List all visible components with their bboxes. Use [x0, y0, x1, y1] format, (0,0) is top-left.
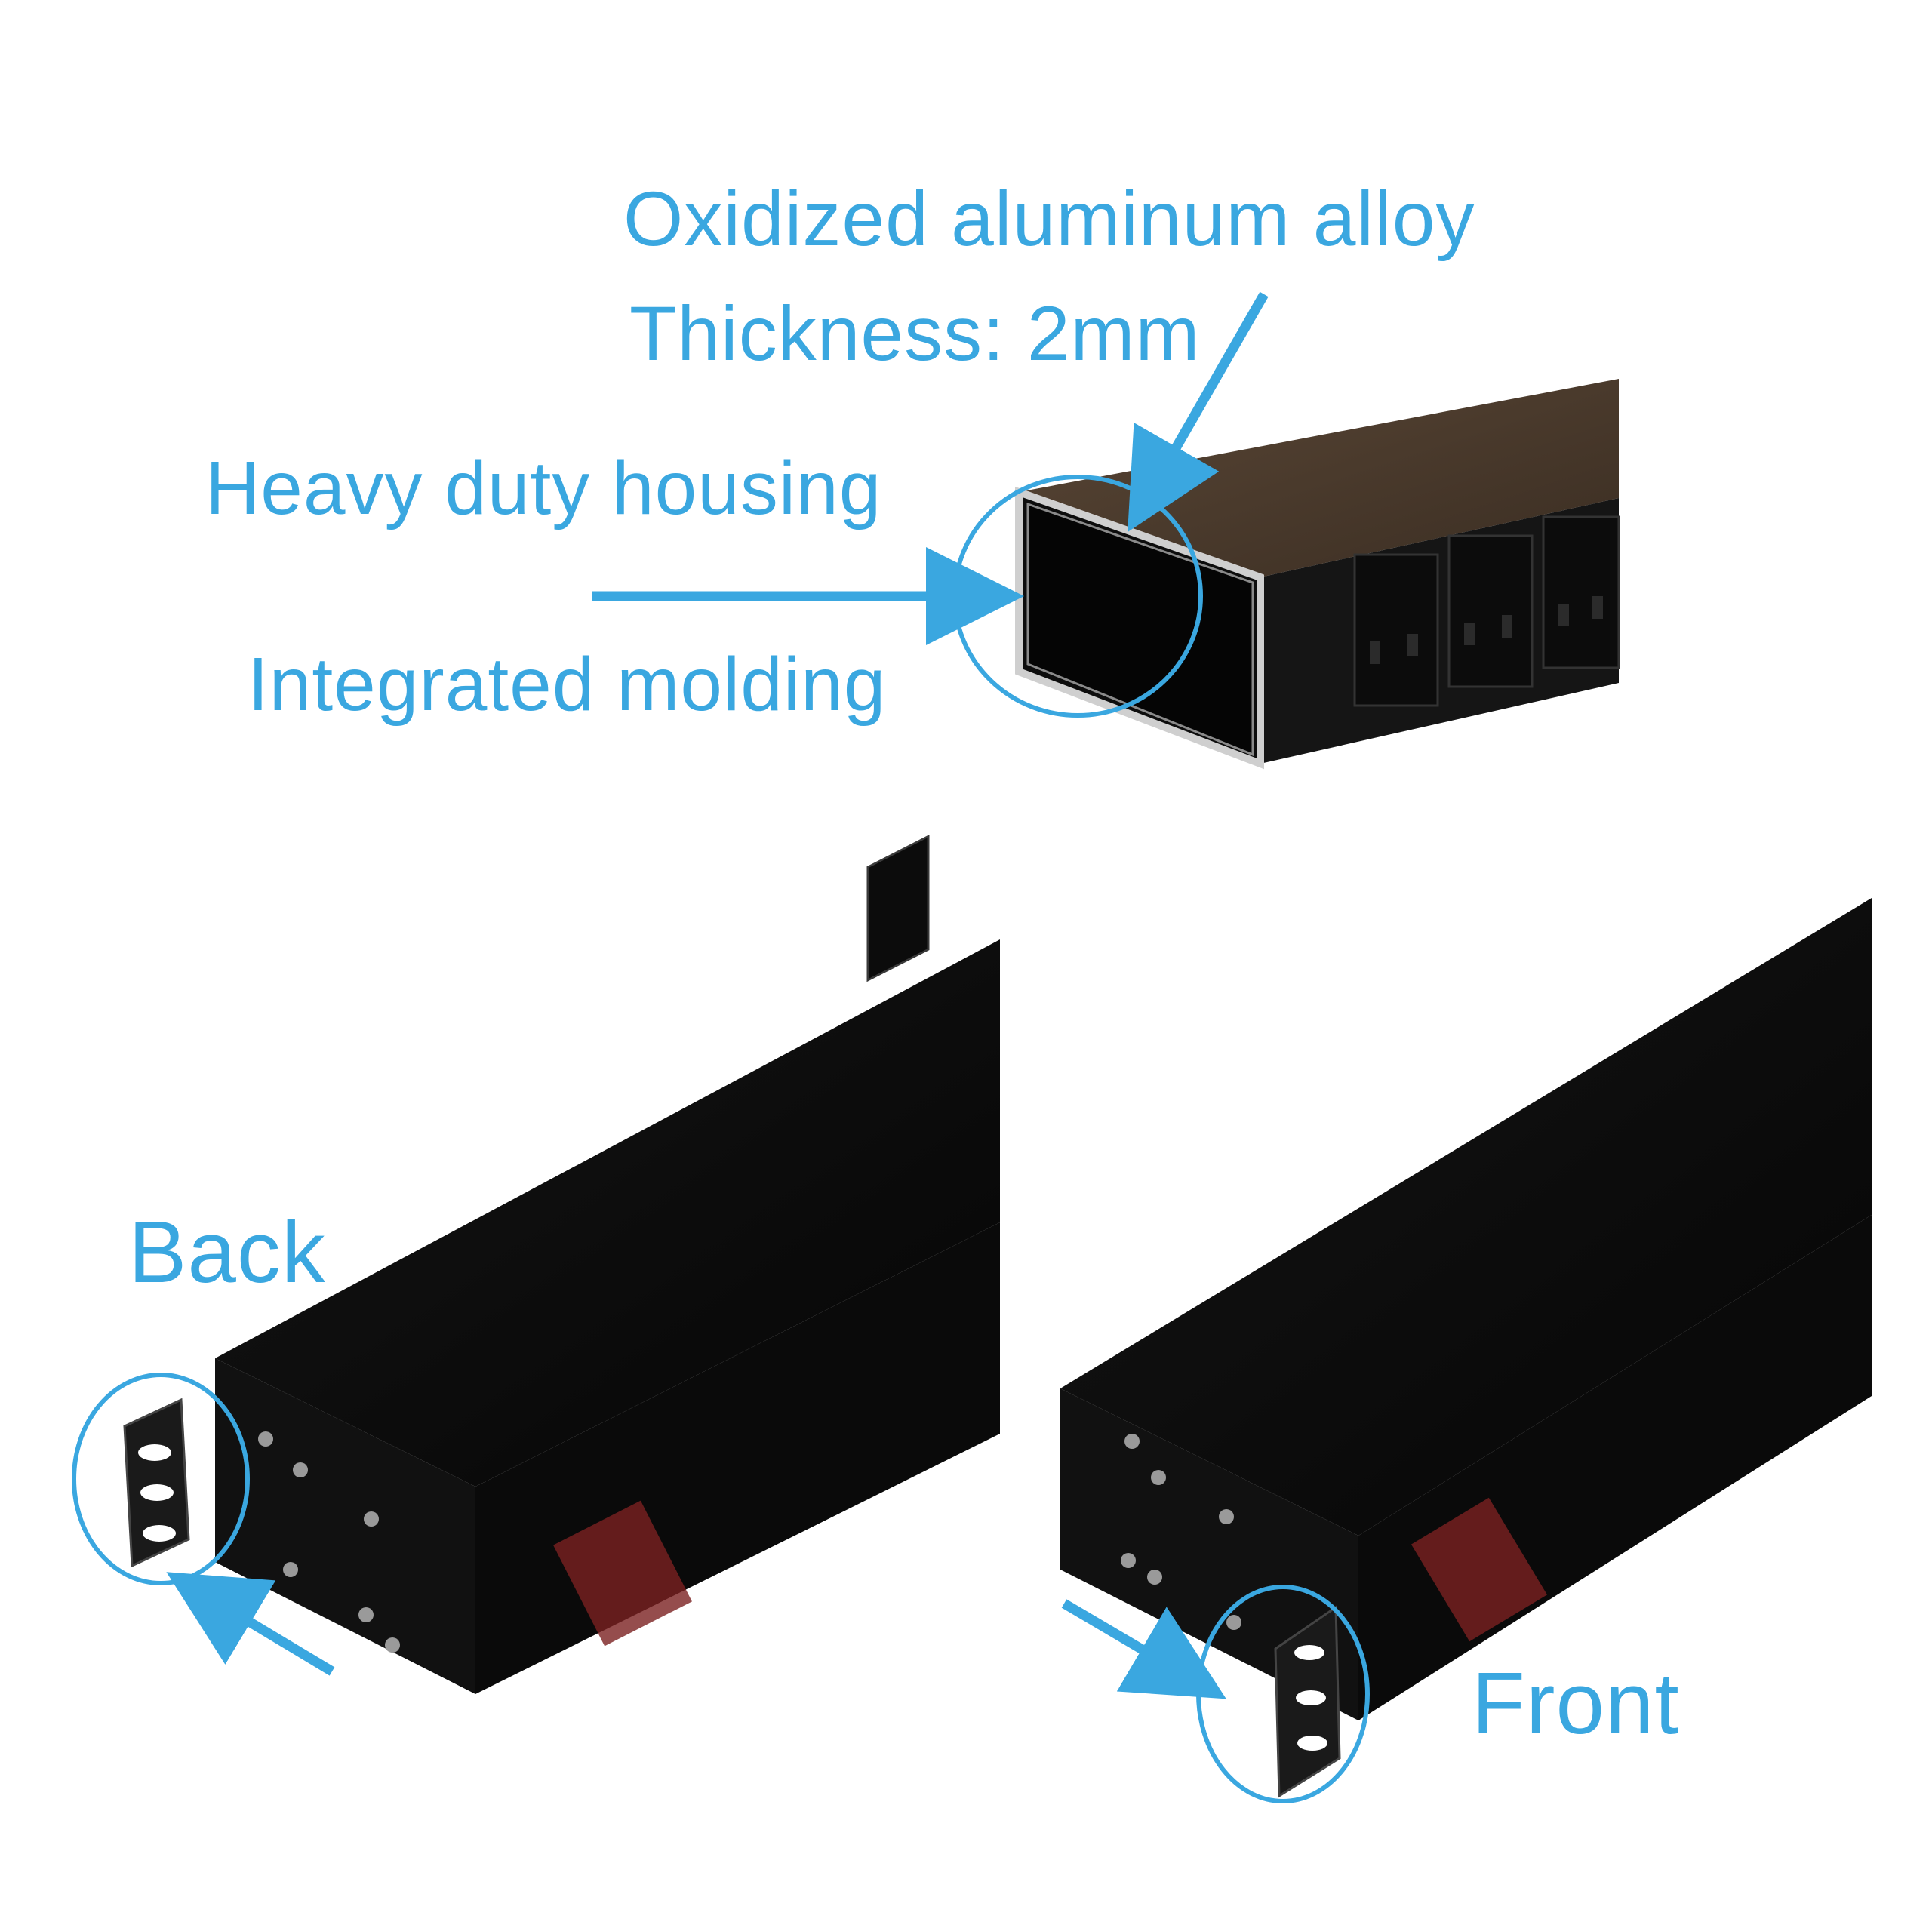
housing-label: Heavy duty housing	[205, 446, 882, 530]
outlet	[1447, 534, 1534, 688]
molding-label: Integrated molding	[248, 642, 887, 727]
arrow-icon	[1061, 1599, 1226, 1699]
back-callout-graphics	[72, 1373, 335, 1676]
outlet-row	[866, 835, 930, 982]
power-switch	[1411, 1497, 1548, 1642]
pdu-end-face	[1060, 1388, 1358, 1720]
back-label: Back	[128, 1203, 326, 1301]
screw-heads	[258, 1431, 400, 1653]
arrow-icon	[166, 1572, 335, 1676]
housing-callout-graphics	[592, 291, 1269, 718]
pdu-top-surface	[215, 939, 1000, 1487]
front-callout-graphics	[1061, 1585, 1370, 1803]
outlet	[1542, 515, 1620, 669]
pdu-back-view	[123, 835, 1000, 1694]
outlet	[866, 835, 930, 982]
mounting-bracket	[123, 1398, 190, 1568]
screw-heads	[1121, 1434, 1241, 1630]
pdu-top-surface	[1060, 898, 1872, 1536]
power-switch	[553, 1500, 692, 1647]
pdu-front-view	[1060, 898, 1872, 1798]
outlet-row-top	[1353, 515, 1620, 707]
outlet	[1353, 553, 1439, 707]
housing-cutaway-product	[1015, 379, 1620, 770]
pdu-end-face	[215, 1358, 475, 1694]
thickness-label: Thickness: 2mm	[629, 291, 1201, 377]
material-label: Oxidized aluminum alloy	[623, 176, 1475, 262]
front-label: Front	[1472, 1654, 1680, 1752]
arrow-icon	[1128, 291, 1269, 533]
circle-highlight-icon	[72, 1373, 250, 1585]
